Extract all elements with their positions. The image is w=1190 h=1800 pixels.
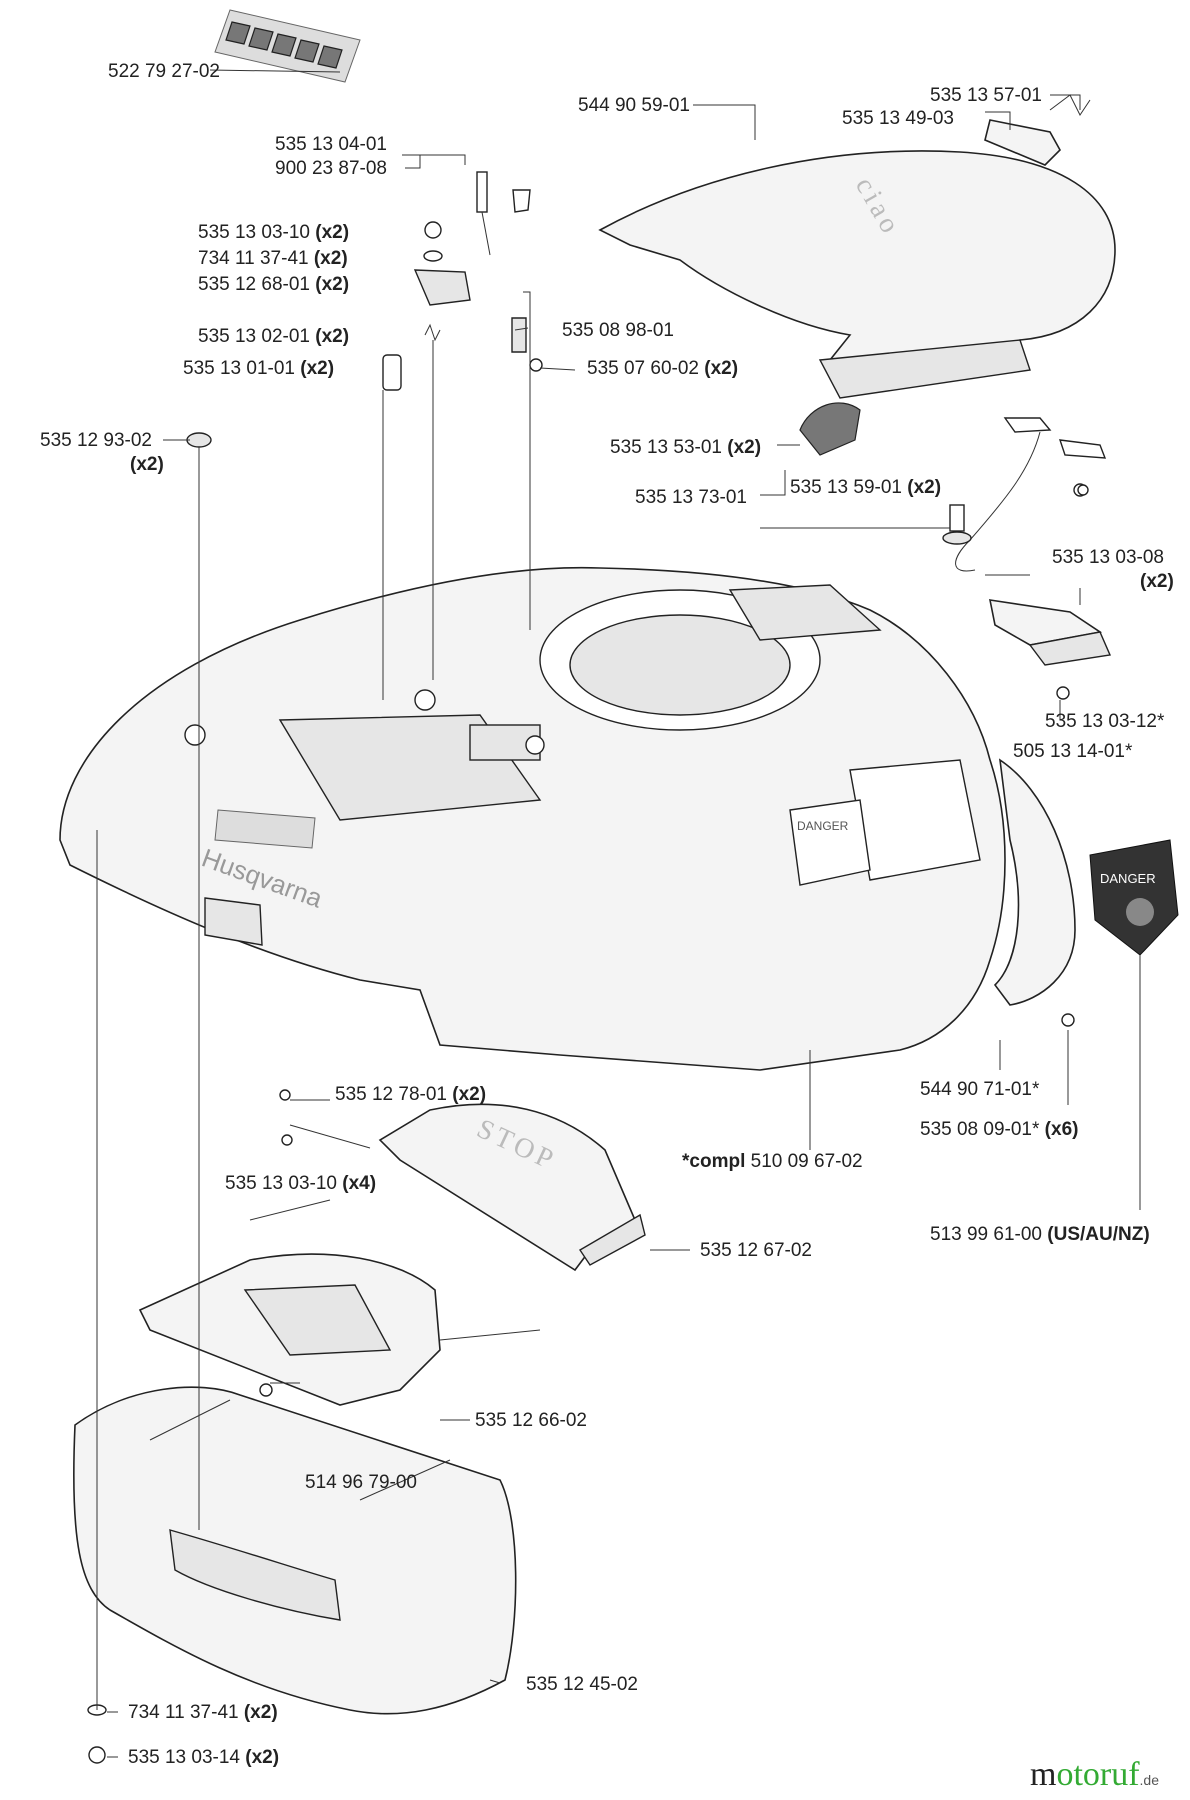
callout-label: 535 13 02-01 (x2) xyxy=(198,326,349,347)
callout-label: 535 12 67-02 xyxy=(700,1240,812,1261)
callout-label: 535 13 53-01 (x2) xyxy=(610,437,761,458)
callout-label: *compl 510 09 67-02 xyxy=(682,1151,863,1172)
callout-label: 535 13 03-12* xyxy=(1045,711,1165,732)
callout-label: 535 08 98-01 xyxy=(562,320,674,341)
stop-sensor-assembly xyxy=(942,417,1107,572)
watermark-logo: motoruf.de xyxy=(1030,1756,1159,1793)
hinge-bracket xyxy=(799,402,861,456)
callout-label: 505 13 14-01* xyxy=(1013,741,1133,762)
danger-decal-label: DANGER xyxy=(1100,871,1156,886)
hatch-hinge xyxy=(984,94,1091,166)
front-top-cover xyxy=(138,1199,541,1406)
callout-label: 513 99 61-00 (US/AU/NZ) xyxy=(930,1224,1150,1245)
right-side-panel: DANGER xyxy=(789,758,1076,1006)
callout-qty: (x2) xyxy=(130,454,164,475)
callout-label: 535 08 09-01* (x6) xyxy=(920,1119,1078,1140)
front-bumper xyxy=(73,1386,517,1715)
callout-qty: (x2) xyxy=(1140,571,1174,592)
callout-label: 535 13 04-01 xyxy=(275,134,387,155)
callout-label: 734 11 37-41 (x2) xyxy=(198,248,348,269)
main-body-shell xyxy=(59,566,1006,1071)
callout-label: 535 12 68-01 (x2) xyxy=(198,274,349,295)
callout-label: 535 13 73-01 xyxy=(635,487,747,508)
danger-decal-text: DANGER xyxy=(797,819,849,833)
leader-lines xyxy=(96,69,1141,1758)
callout-label: 535 13 59-01 (x2) xyxy=(790,477,941,498)
callout-label: 535 13 03-10 (x2) xyxy=(198,222,349,243)
svg-text:motoruf.de: motoruf.de xyxy=(1030,1756,1159,1793)
callout-label: 535 13 49-03 xyxy=(842,108,954,129)
callout-label: 535 07 60-02 (x2) xyxy=(587,358,738,379)
callout-labels: 522 79 27-02 544 90 59-01 535 13 57-01 5… xyxy=(40,61,1174,1768)
hatch-cover: ciao xyxy=(598,150,1116,399)
keypad-part xyxy=(988,599,1112,666)
callout-label: 544 90 59-01 xyxy=(578,95,690,116)
callout-label: 514 96 79-00 xyxy=(305,1472,417,1493)
callout-label: 535 13 57-01 xyxy=(930,85,1042,106)
callout-label: 535 13 03-14 (x2) xyxy=(128,1747,279,1768)
callout-label: 544 90 71-01* xyxy=(920,1079,1040,1100)
callout-label: 535 12 66-02 xyxy=(475,1410,587,1431)
side-bracket xyxy=(204,897,263,946)
callout-label: 535 13 03-10 (x4) xyxy=(225,1173,376,1194)
callout-label: 522 79 27-02 xyxy=(108,61,220,82)
callout-label: 900 23 87-08 xyxy=(275,158,387,179)
warning-decal-strip xyxy=(214,9,361,83)
callout-label: 734 11 37-41 (x2) xyxy=(128,1702,278,1723)
callout-label: 535 12 93-02 xyxy=(40,430,152,451)
callout-label: 535 12 78-01 (x2) xyxy=(335,1084,486,1105)
callout-label: 535 12 45-02 xyxy=(526,1674,638,1695)
callout-label: 535 13 01-01 (x2) xyxy=(183,358,334,379)
small-fasteners xyxy=(87,171,1089,1764)
danger-decal: DANGER xyxy=(1089,839,1179,956)
stop-cover: STOP xyxy=(289,1103,646,1272)
callout-label: 535 13 03-08 xyxy=(1052,547,1164,568)
